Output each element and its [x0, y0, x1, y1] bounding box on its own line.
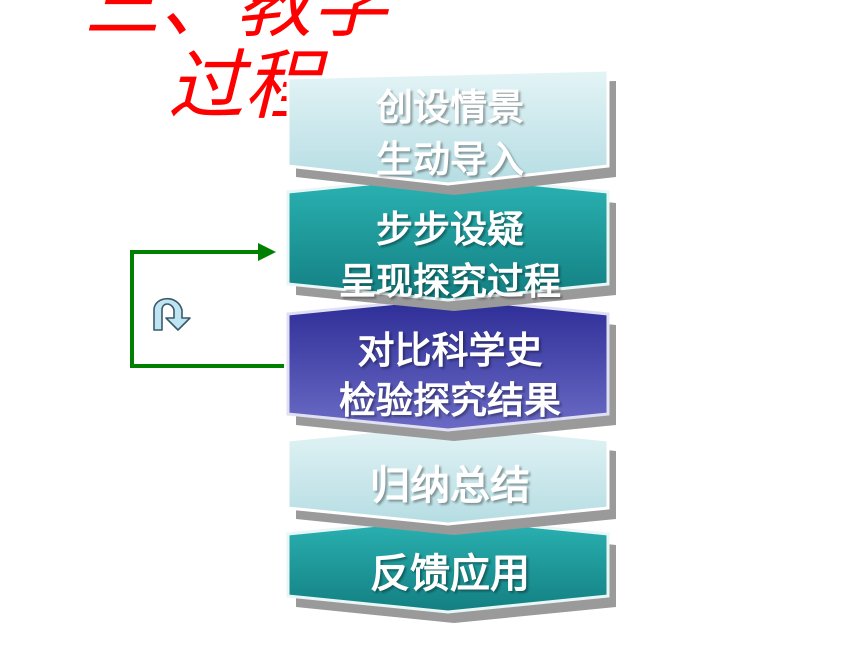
- flow-step-3: [286, 296, 616, 441]
- step-label-line: 步步设疑: [376, 208, 524, 251]
- step-label-line: 呈现探究过程: [339, 260, 561, 303]
- arrow-head: [258, 243, 276, 261]
- curved-return-arrow-icon: [153, 297, 191, 331]
- step-label-line: 创设情景: [376, 86, 524, 129]
- step-label-line: 归纳总结: [370, 463, 530, 509]
- slide-title-line1: 三、教学: [84, 0, 388, 48]
- step-label-line: 对比科学史: [357, 329, 543, 372]
- flow-step-3-label: 对比科学史 检验探究结果: [290, 326, 610, 426]
- chevron-shape: [286, 68, 610, 186]
- flow-step-2-label: 步步设疑 呈现探究过程: [290, 204, 610, 308]
- step-label-line: 反馈应用: [370, 551, 530, 597]
- loop-back-arrow: [130, 243, 284, 368]
- flow-step-2: [286, 174, 616, 311]
- flow-step-4-label: 归纳总结: [290, 458, 610, 514]
- flow-step-5: [286, 516, 616, 623]
- flow-step-1-label: 创设情景 生动导入: [290, 82, 610, 186]
- flow-step-1: [286, 68, 616, 195]
- step-label-line: 生动导入: [376, 138, 524, 181]
- flow-step-5-label: 反馈应用: [290, 546, 610, 602]
- step-label-line: 检验探究结果: [339, 379, 561, 422]
